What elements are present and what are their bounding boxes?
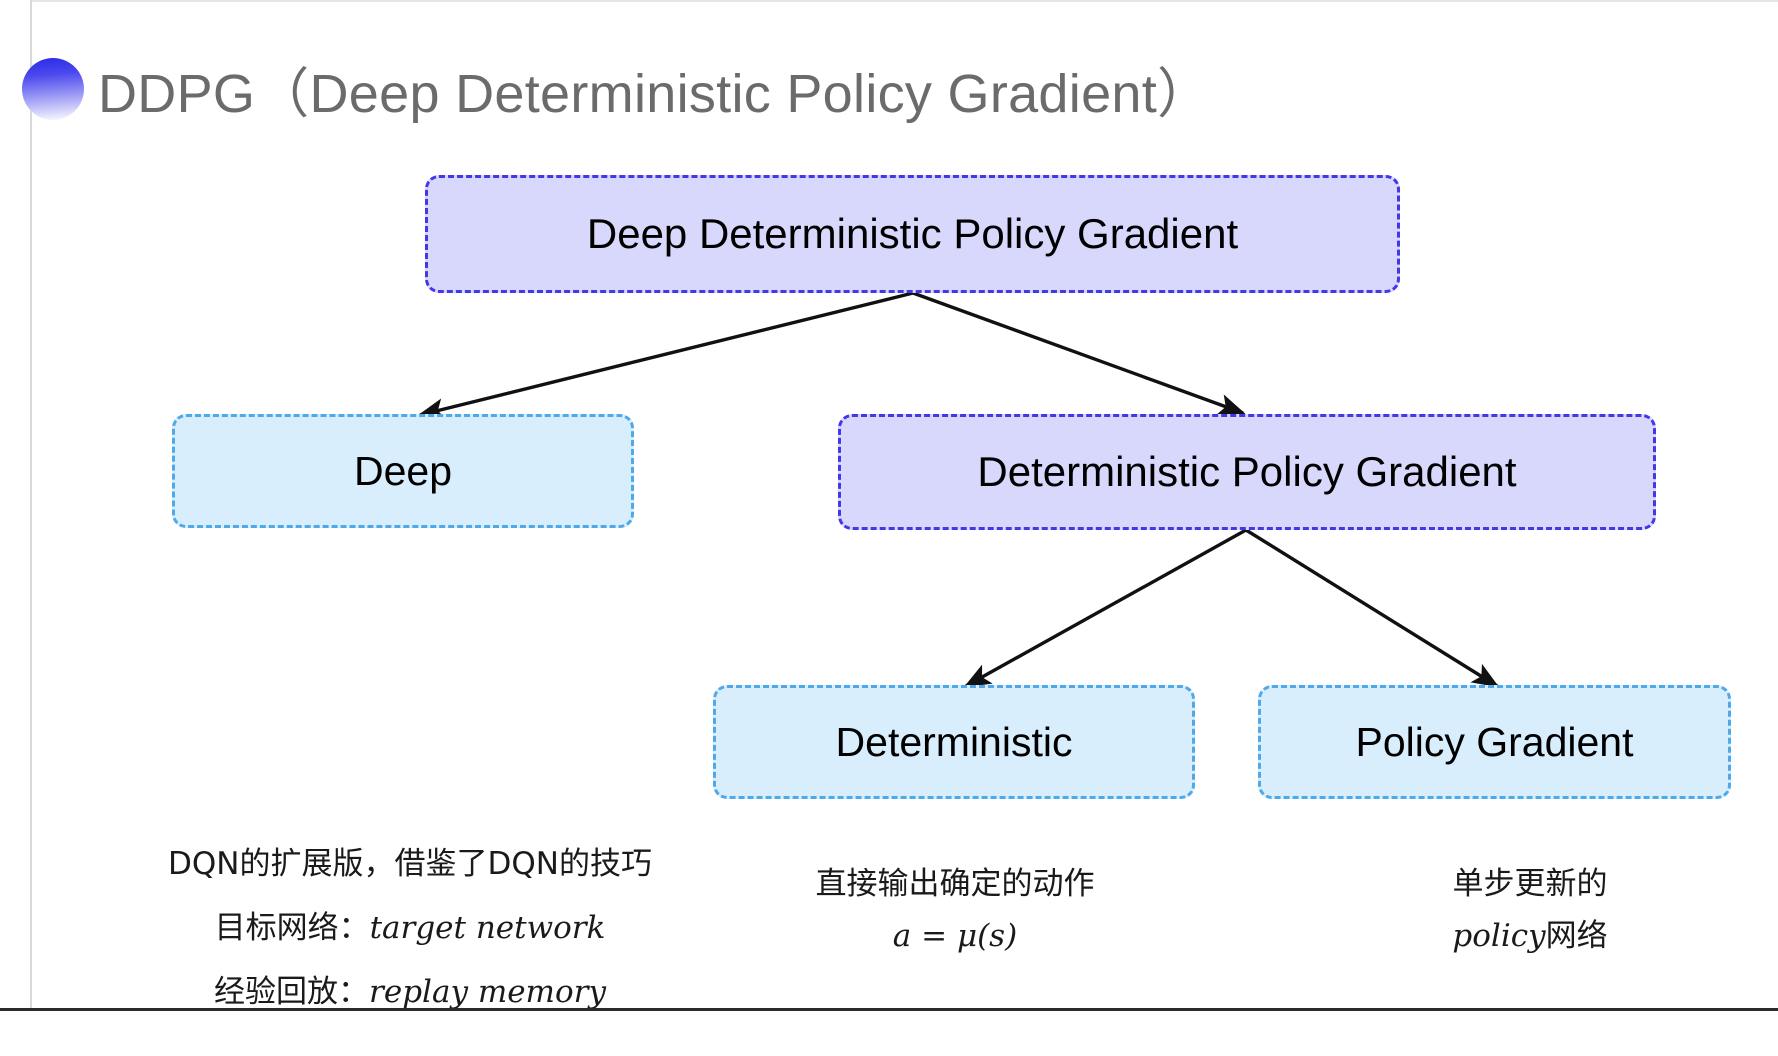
annotation-deep-line2-value: target network [369, 910, 606, 947]
annotation-deep-line2: 目标网络：target network [120, 906, 700, 950]
annotation-policy-line2: policy 网络 [1330, 914, 1730, 958]
node-deep[interactable]: Deep [172, 414, 634, 528]
annotation-policy-gradient: 单步更新的 policy 网络 [1330, 862, 1730, 966]
annotation-deterministic: 直接输出确定的动作 a = μ(s) [760, 862, 1150, 966]
slide-frame-bottom-fill [0, 1011, 1778, 1056]
annotation-policy-line2-label: 网络 [1545, 918, 1608, 955]
annotation-deep-line1: DQN的扩展版，借鉴了DQN的技巧 [168, 846, 652, 882]
title-bullet-icon [22, 58, 84, 120]
node-policy-gradient[interactable]: Policy Gradient [1258, 685, 1731, 799]
node-deterministic-policy-gradient[interactable]: Deterministic Policy Gradient [838, 414, 1656, 530]
annotation-deep-line2-label: 目标网络： [214, 910, 370, 947]
annotation-deep-line3: 经验回放：replay memory [120, 970, 700, 1014]
node-deep-deterministic-policy-gradient[interactable]: Deep Deterministic Policy Gradient [425, 175, 1400, 293]
edge-root-to-dpg [912, 291, 1246, 415]
edge-root-to-deep [417, 291, 914, 420]
node-deterministic[interactable]: Deterministic [713, 685, 1195, 799]
annotation-deep-line3-label: 经验回放： [214, 974, 370, 1011]
annotation-deterministic-line1: 直接输出确定的动作 [815, 866, 1095, 902]
slide-frame-left [30, 0, 32, 1010]
slide-frame-top [30, 0, 1778, 2]
edge-dpg-to-policy-gradient [1245, 528, 1500, 688]
annotation-deep: DQN的扩展版，借鉴了DQN的技巧 目标网络：target network 经验… [120, 842, 700, 1014]
annotation-deep-line3-value: replay memory [369, 974, 606, 1011]
annotation-deterministic-formula: a = μ(s) [892, 918, 1018, 955]
annotation-policy-line1: 单步更新的 [1452, 866, 1608, 902]
page-title: DDPG（Deep Deterministic Policy Gradient） [98, 64, 1212, 124]
edge-dpg-to-deterministic [963, 528, 1247, 688]
annotation-policy-line2-value: policy [1452, 918, 1546, 955]
